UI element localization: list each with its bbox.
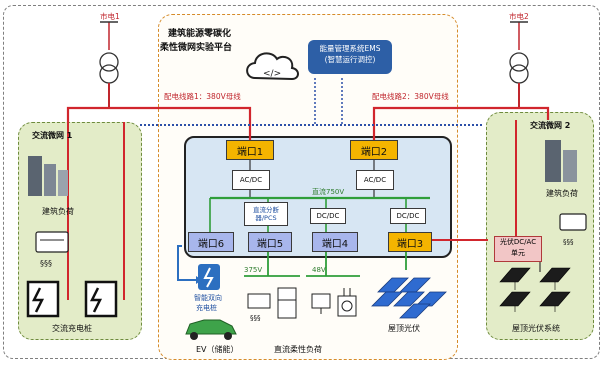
port-3[interactable]: 端口3: [388, 232, 432, 252]
right-pv-icons: [499, 267, 571, 312]
ems-subtitle: (智慧运行调控): [324, 55, 376, 64]
roof-pv-center-label: 屋顶光伏: [388, 324, 420, 333]
port-4[interactable]: 端口4: [312, 232, 358, 252]
acdc-converter-1: AC/DC: [232, 170, 270, 190]
meter-right-icon: §§§: [559, 213, 587, 246]
transformer-left-icon: [99, 21, 119, 108]
platform-title-line1: 建筑能源零碳化: [168, 29, 232, 39]
smart-charger-label-2: 充电桩: [196, 304, 217, 312]
ems-box[interactable]: 能量管理系统EMS (智慧运行调控): [308, 40, 392, 74]
pv-inverter-box: 光伏DC/AC 单元: [494, 236, 542, 262]
platform-title-line2: 柔性微网实验平台: [160, 43, 233, 53]
building-right-icon: [545, 140, 577, 182]
meter-left-icon: §§§: [35, 231, 69, 268]
pcs-label-line2: 器/PCS: [255, 214, 277, 222]
ev-label: EV（储能）: [196, 345, 239, 354]
pv-inverter-label-1: 光伏DC/AC: [499, 238, 537, 246]
svg-text:§§§: §§§: [250, 314, 261, 322]
line2-label: 配电线路2：380V母线: [372, 92, 449, 101]
bus-375-label: 375V: [244, 266, 263, 274]
building-left-icon: [28, 156, 68, 196]
svg-text:§§§: §§§: [40, 259, 52, 268]
port-1[interactable]: 端口1: [226, 140, 274, 160]
ac-charger-icons: [26, 280, 118, 318]
building-load-left-label: 建筑负荷: [42, 207, 74, 216]
ac-microgrid-1-title: 交流微网 1: [32, 131, 73, 140]
dc-bus-label: 直流750V: [312, 188, 345, 196]
grid-label-right: 市电2: [509, 12, 529, 21]
acdc-converter-2: AC/DC: [356, 170, 394, 190]
svg-text:§§§: §§§: [563, 238, 574, 246]
center-pv-icons: [371, 277, 447, 319]
line1-label: 配电线路1：380V母线: [164, 92, 241, 101]
ems-title: 能量管理系统EMS: [319, 44, 381, 53]
pv-inverter-label-2: 单元: [511, 249, 525, 257]
smart-charger-icon: [198, 264, 220, 290]
transformer-right-icon: [509, 21, 529, 108]
smart-charger-label-1: 智能双向: [194, 294, 222, 302]
dcdc-converter-2: DC/DC: [390, 208, 426, 224]
svg-text:</>: </>: [263, 69, 281, 79]
port-5[interactable]: 端口5: [248, 232, 292, 252]
ac-charging-label: 交流充电桩: [52, 324, 92, 333]
cloud-icon: </>: [246, 52, 299, 81]
port-6[interactable]: 端口6: [188, 232, 234, 252]
port-2[interactable]: 端口2: [350, 140, 398, 160]
bus-48-label: 48V: [312, 266, 326, 274]
dc-flex-load-label: 直流柔性负荷: [274, 345, 322, 354]
pcs-label-line1: 直流分断: [253, 206, 279, 214]
pcs-box: 直流分断 器/PCS: [244, 202, 288, 226]
ac-microgrid-2-title: 交流微网 2: [530, 121, 571, 130]
line1-red: [66, 106, 252, 140]
grid-label-left: 市电1: [100, 12, 120, 21]
building-load-right-label: 建筑负荷: [546, 189, 578, 198]
ev-car-icon: [185, 319, 237, 340]
dc-loads-icons: §§§: [247, 287, 357, 322]
dcdc-converter-1: DC/DC: [310, 208, 346, 224]
roof-pv-system-label: 屋顶光伏系统: [512, 324, 560, 333]
